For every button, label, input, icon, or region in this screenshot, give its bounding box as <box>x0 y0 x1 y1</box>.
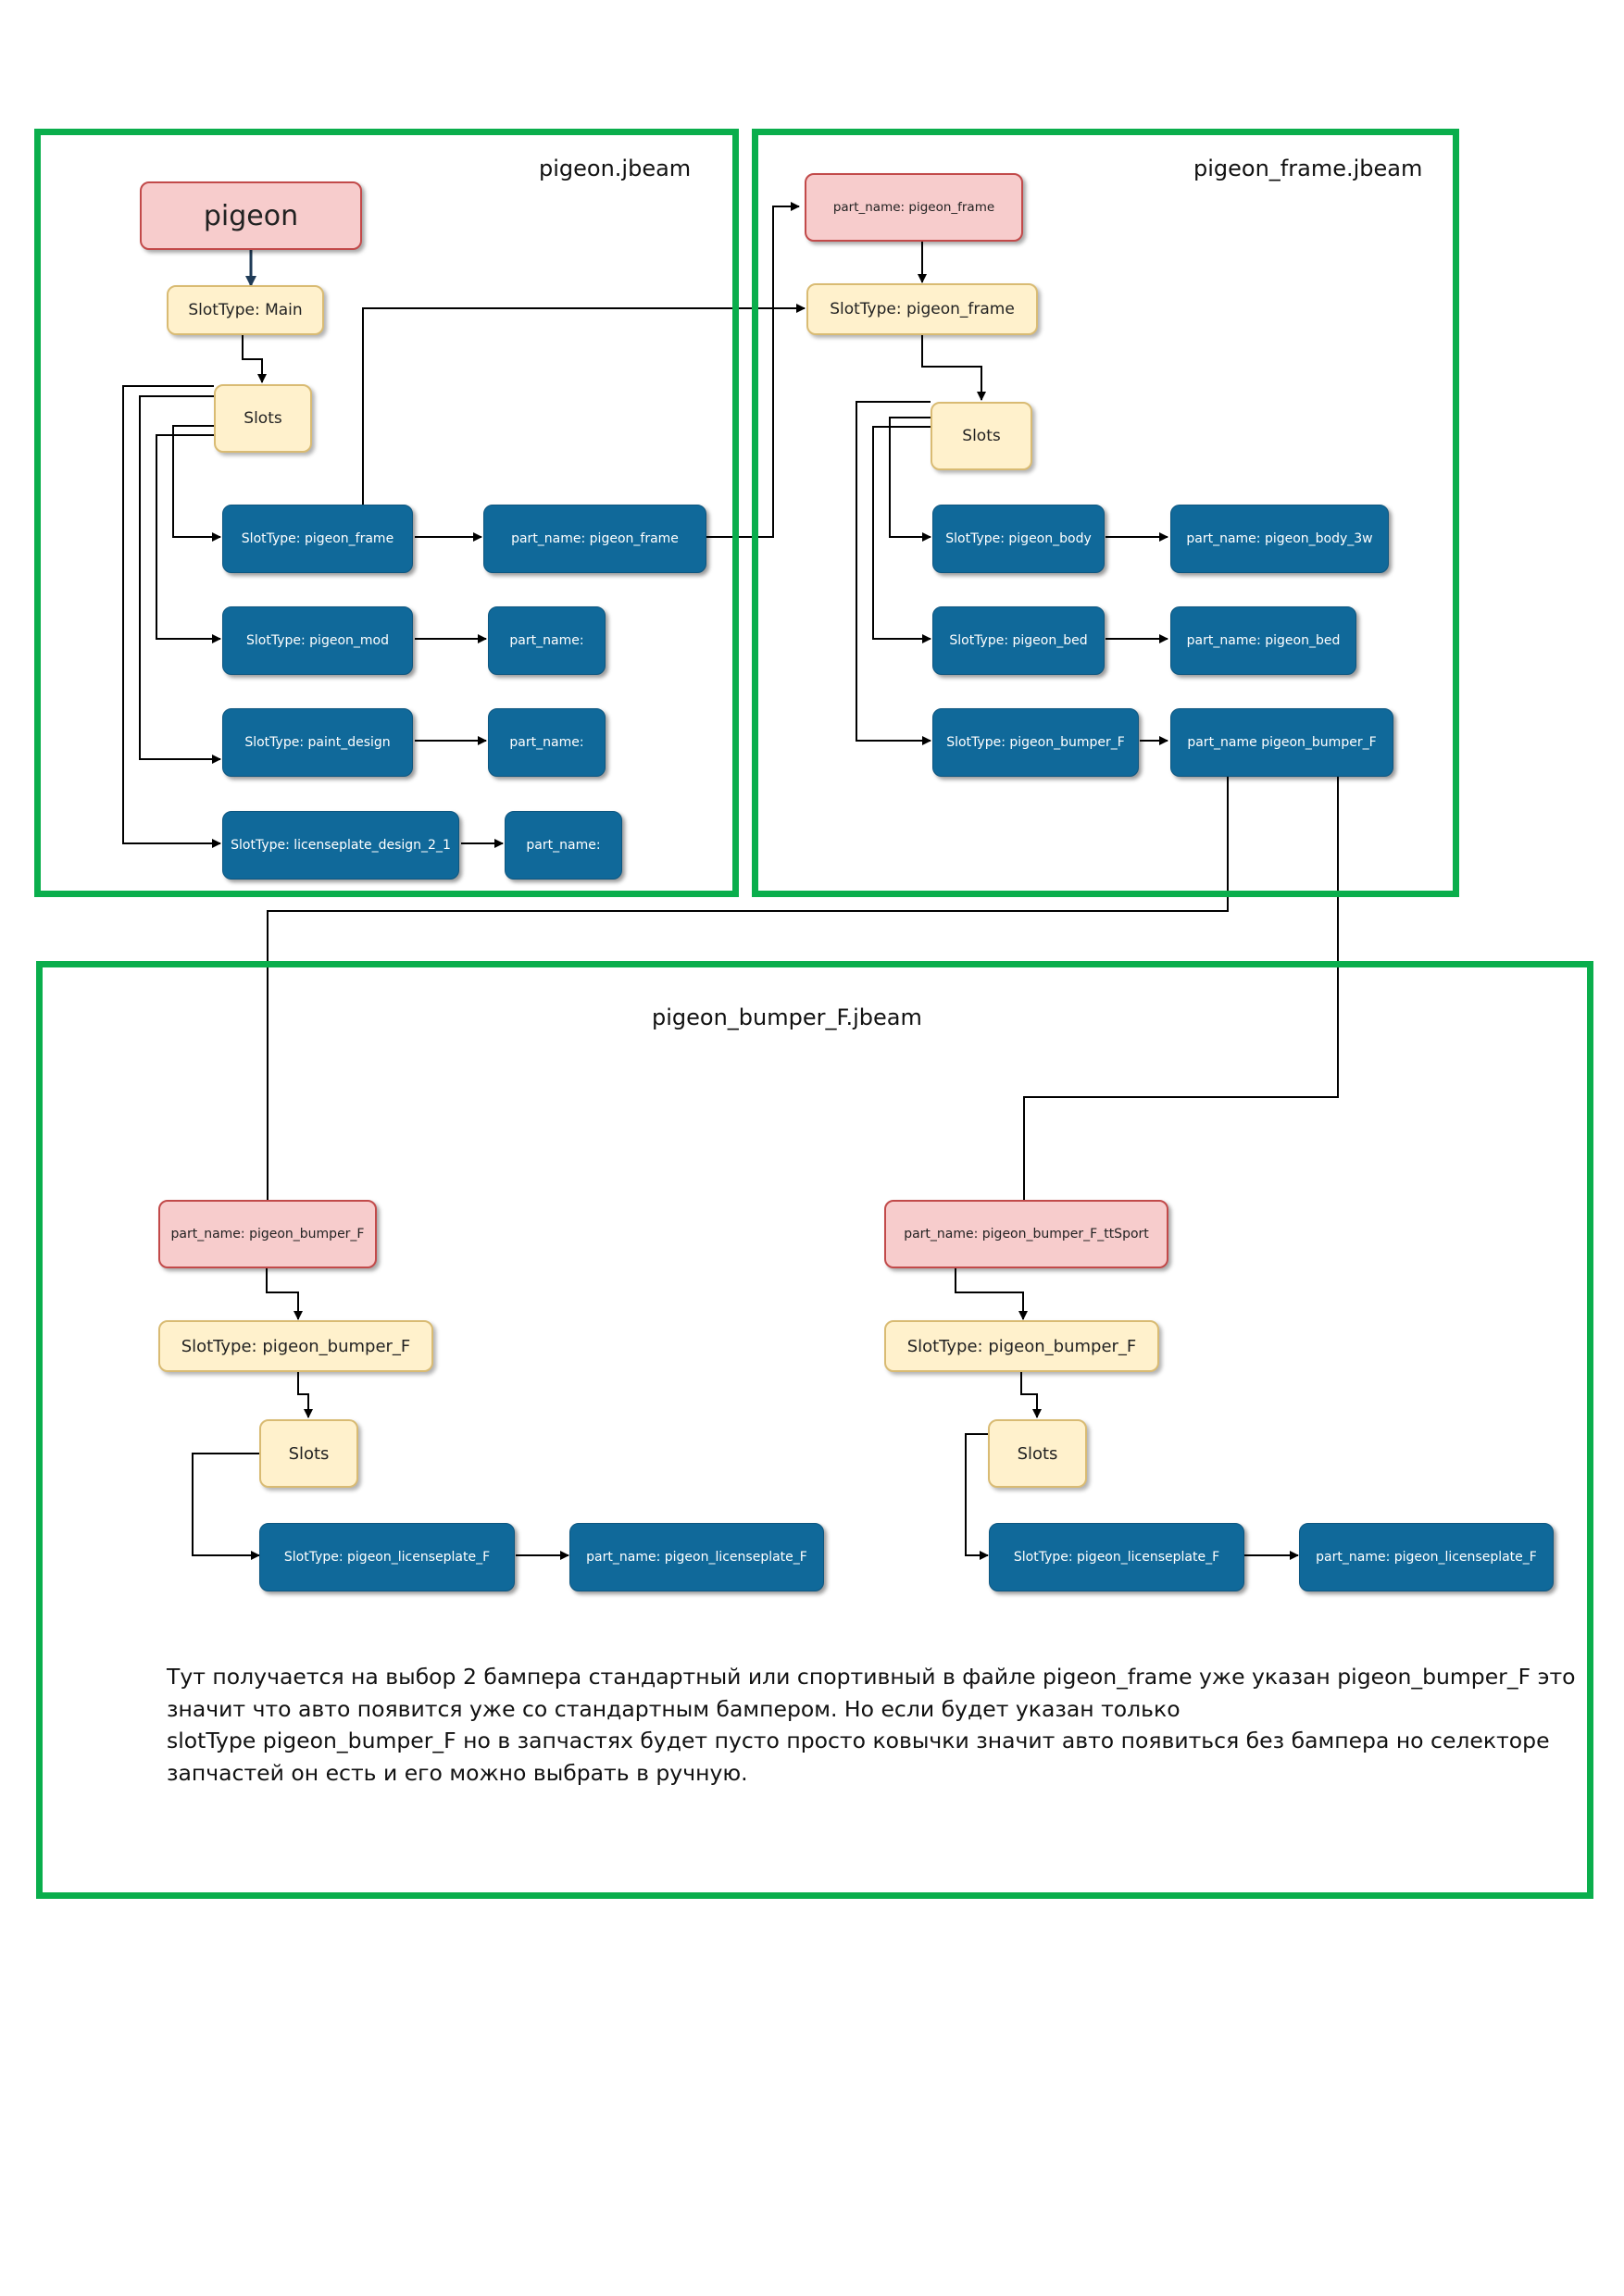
connector-frame-part-to-frame-file <box>706 202 800 538</box>
slot-licenseplate-design: SlotType: licenseplate_design_2_1 <box>222 811 459 880</box>
frame-file-frame <box>752 129 1459 897</box>
part-pigeon-frame: part_name: pigeon_frame <box>483 505 706 573</box>
bumper-file-frame <box>36 961 1593 1899</box>
bumper-standard-root-node: part_name: pigeon_bumper_F <box>158 1200 377 1268</box>
slot-pigeon-mod: SlotType: pigeon_mod <box>222 606 413 675</box>
slot-pigeon-body: SlotType: pigeon_body <box>932 505 1105 573</box>
connector-slots-to-mod-slot <box>156 434 221 643</box>
bumper-standard-slottype-node: SlotType: pigeon_bumper_F <box>158 1320 433 1372</box>
connector-frame-slots-to-bumper <box>856 401 931 745</box>
part-licenseplate-design: part_name: <box>505 811 622 880</box>
part-pigeon-bed: part_name: pigeon_bed <box>1170 606 1356 675</box>
bumper-sport-root-node: part_name: pigeon_bumper_F_ttSport <box>884 1200 1168 1268</box>
description-text: Тут получается на выбор 2 бампера станда… <box>167 1661 1576 1789</box>
bumper-sport-licenseplate-part: part_name: pigeon_licenseplate_F <box>1299 1523 1554 1591</box>
description-line: значит что авто появится уже со стандарт… <box>167 1695 1181 1722</box>
connector-bumper-part-to-sport <box>1019 776 1339 1226</box>
connector-frame-slots-to-bed <box>872 426 931 643</box>
frame-file-title: pigeon_frame.jbeam <box>1193 156 1423 181</box>
slot-paint-design: SlotType: paint_design <box>222 708 413 777</box>
connector-right-root-to-slottype <box>955 1268 1028 1320</box>
connector-slots-to-paint-slot <box>139 395 221 764</box>
connector-right-slots-to-slot <box>965 1433 989 1560</box>
connector-bumper-part-to-standard <box>263 776 1229 1226</box>
part-pigeon-body: part_name: pigeon_body_3w <box>1170 505 1389 573</box>
description-line: slotType pigeon_bumper_F но в запчастях … <box>167 1728 1550 1753</box>
pigeon-file-frame <box>34 129 739 897</box>
bumper-file-title: pigeon_bumper_F.jbeam <box>652 1004 922 1030</box>
bumper-standard-slots-node: Slots <box>259 1419 358 1488</box>
pigeon-root-node: pigeon <box>140 181 362 250</box>
connector-frame-slottype-to-slots <box>921 335 986 401</box>
frame-slottype-node: SlotType: pigeon_frame <box>806 283 1038 335</box>
connector-slots-to-frame-slot <box>172 425 221 542</box>
bumper-sport-slottype-node: SlotType: pigeon_bumper_F <box>884 1320 1159 1372</box>
pigeon-slots-node: Slots <box>214 384 312 453</box>
bumper-sport-licenseplate-slot: SlotType: pigeon_licenseplate_F <box>989 1523 1244 1591</box>
connector-left-root-to-slottype <box>266 1268 303 1320</box>
connector-right-slottype-to-slots <box>1020 1370 1042 1418</box>
description-line: Тут получается на выбор 2 бампера станда… <box>167 1664 1576 1690</box>
part-pigeon-bumper: part_name pigeon_bumper_F <box>1170 708 1393 777</box>
part-pigeon-mod: part_name: <box>488 606 606 675</box>
bumper-standard-licenseplate-part: part_name: pigeon_licenseplate_F <box>569 1523 824 1591</box>
connector-frame-slot-to-frame-slottype <box>362 304 806 505</box>
frame-root-node: part_name: pigeon_frame <box>805 173 1023 242</box>
connector-main-to-slots <box>242 332 267 383</box>
connector-left-slottype-to-slots <box>297 1370 313 1418</box>
pigeon-file-title: pigeon.jbeam <box>539 156 692 181</box>
connector-left-slots-to-slot <box>192 1453 260 1560</box>
bumper-standard-licenseplate-slot: SlotType: pigeon_licenseplate_F <box>259 1523 515 1591</box>
bumper-sport-slots-node: Slots <box>988 1419 1087 1488</box>
main-slottype-node: SlotType: Main <box>167 285 324 335</box>
connector-slots-to-license-slot <box>122 385 221 848</box>
frame-slots-node: Slots <box>931 402 1032 470</box>
slot-pigeon-bed: SlotType: pigeon_bed <box>932 606 1105 675</box>
slot-pigeon-bumper: SlotType: pigeon_bumper_F <box>932 708 1139 777</box>
part-paint-design: part_name: <box>488 708 606 777</box>
slot-pigeon-frame: SlotType: pigeon_frame <box>222 505 413 573</box>
description-line: запчастей он есть и его можно выбрать в … <box>167 1759 748 1786</box>
connector-frame-slots-to-body <box>889 417 931 542</box>
